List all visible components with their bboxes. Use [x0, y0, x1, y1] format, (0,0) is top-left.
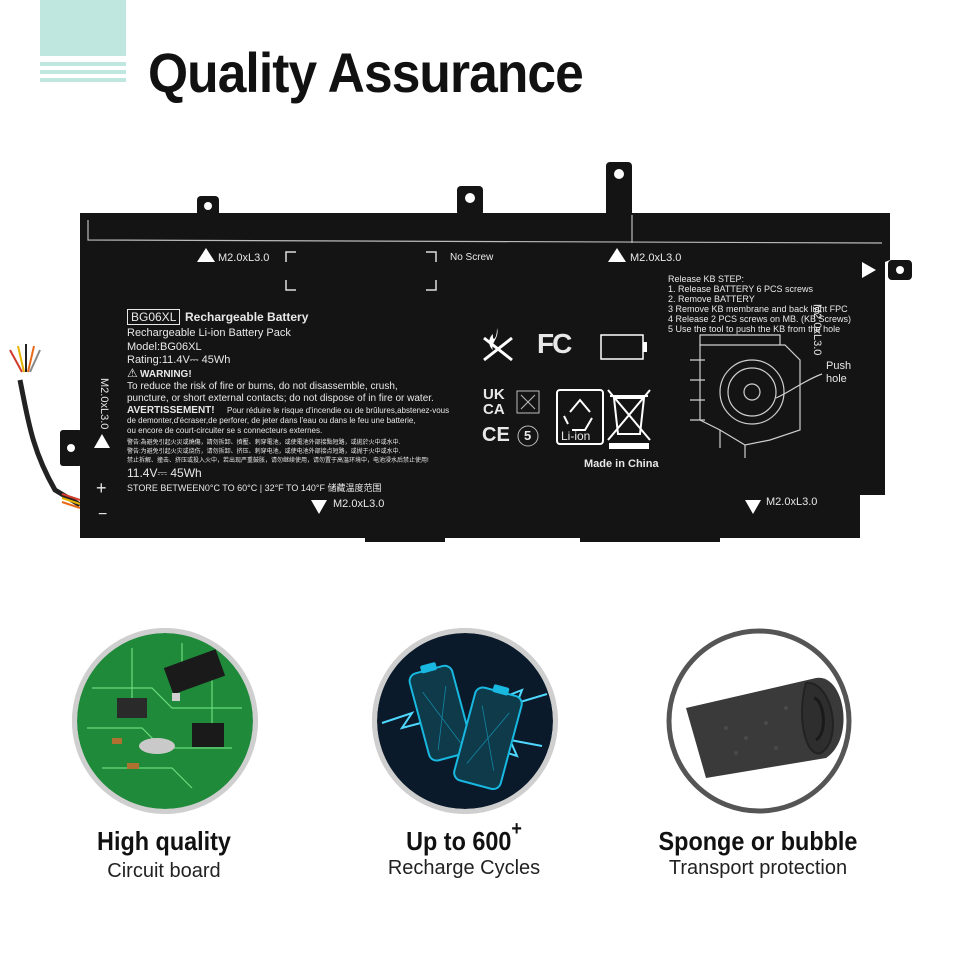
plus-terminal-label: +	[96, 478, 107, 498]
recharge-cycles-image	[372, 628, 558, 814]
feature-title-text: Up to 600	[406, 826, 512, 856]
avertissement-title: AVERTISSEMENT!	[127, 405, 215, 416]
screw-label: M2.0xL3.0	[333, 498, 385, 510]
sponge-image	[666, 628, 852, 814]
weee-bin-icon	[607, 389, 651, 449]
minus-terminal-label: −	[98, 506, 108, 523]
ukca-mark: UK	[483, 386, 505, 403]
dimension-arrows	[516, 390, 540, 447]
warning-icon: ⚠	[127, 366, 138, 380]
fire-hazard-icon	[483, 328, 513, 362]
feature-subtitle: Recharge Cycles	[387, 857, 541, 879]
cable-wires	[9, 344, 81, 509]
release-step: 5 Use the tool to push the KB from the h…	[668, 324, 841, 334]
feature-subtitle: Transport protection	[668, 857, 848, 879]
chinese-warning-text: 警告:为避免引起火灾或烧伤，请勿拆卸、挤压、刺穿电池，或使电池外部接点短路，或抛…	[127, 449, 401, 455]
chinese-warning-text: 警告:為避免引起火災或燒傷，請勿拆卸、擠壓、刺穿電池，或使電池外部接點短路，或拋…	[127, 440, 401, 446]
laptop-diagram-icon	[690, 334, 823, 458]
screw-label: No Screw	[450, 252, 494, 263]
battery-heading: Rechargeable Battery	[185, 310, 309, 324]
voltage-text: 11.4V⎓ 45Wh	[127, 466, 202, 480]
battery-model-text: Model:BG06XL	[127, 341, 202, 353]
feature-title-plus: +	[511, 818, 522, 840]
push-hole-label: hole	[826, 373, 847, 385]
release-step: 3 Remove KB membrane and back light FPC	[668, 304, 848, 314]
corner-accent-block	[40, 0, 126, 56]
battery-pack-text: Rechargeable Li-ion Battery Pack	[127, 327, 291, 339]
screw-label: M2.0xL3.0	[98, 378, 110, 430]
release-step: 1. Release BATTERY 6 PCS screws	[668, 284, 814, 294]
warning-text: puncture, or short external contacts; do…	[127, 393, 434, 404]
fc-mark: FC	[537, 328, 572, 359]
page-title: Quality Assurance	[148, 41, 584, 104]
release-step: 4 Release 2 PCS screws on MB. (KB Screws…	[668, 314, 852, 324]
model-box-label: BG06XL	[127, 309, 181, 325]
made-in-text: Made in China	[584, 458, 659, 470]
corner-accent-stripe	[40, 70, 126, 74]
screw-arrows	[94, 248, 876, 514]
five-mark: 5	[524, 428, 532, 443]
feature-title: Up to 600+	[329, 818, 599, 857]
screw-label: M2.0xL3.0	[766, 496, 818, 508]
release-steps-title: Release KB STEP:	[668, 274, 745, 284]
battery-body	[80, 213, 890, 538]
recycle-icon	[556, 389, 604, 445]
corner-accent-stripe	[40, 78, 126, 82]
avertissement-text: de demonter,d'écraser,de perforer, de je…	[127, 416, 416, 425]
avertissement-text: Pour réduire le risque d'incendie ou de …	[227, 406, 450, 415]
feature-subtitle: Circuit board	[107, 860, 221, 882]
alignment-markers	[285, 251, 437, 291]
ukca-mark: CA	[483, 401, 505, 418]
warning-title: WARNING!	[140, 369, 192, 380]
avertissement-text: ou encore de court-circuiter se s connec…	[127, 426, 323, 435]
release-step: 2. Remove BATTERY	[668, 294, 755, 304]
screw-label: M2.0xL3.0	[630, 252, 682, 264]
screw-label: M2.0xL3.0	[218, 252, 270, 264]
liion-mark: Li-ion	[561, 429, 591, 443]
circuit-board-image	[72, 628, 258, 814]
corner-accent-stripe	[40, 62, 126, 66]
feature-title: Sponge or bubble	[658, 826, 858, 856]
battery-rating-text: Rating:11.4V⎓ 45Wh	[127, 354, 231, 366]
warning-text: To reduce the risk of fire or burns, do …	[127, 381, 398, 392]
ce-mark: CE	[482, 424, 510, 446]
feature-title: High quality	[97, 826, 231, 856]
storage-text: STORE BETWEEN0°C TO 60°C | 32°F TO 140°F…	[127, 483, 382, 493]
chinese-warning-text: 禁止拆解、撞击、挤压或投入火中，若出现严重鼓胀，请勿继续使用，请勿置于高温环境中…	[127, 458, 429, 464]
push-hole-label: Push	[826, 360, 852, 372]
battery-cable	[17, 379, 82, 508]
